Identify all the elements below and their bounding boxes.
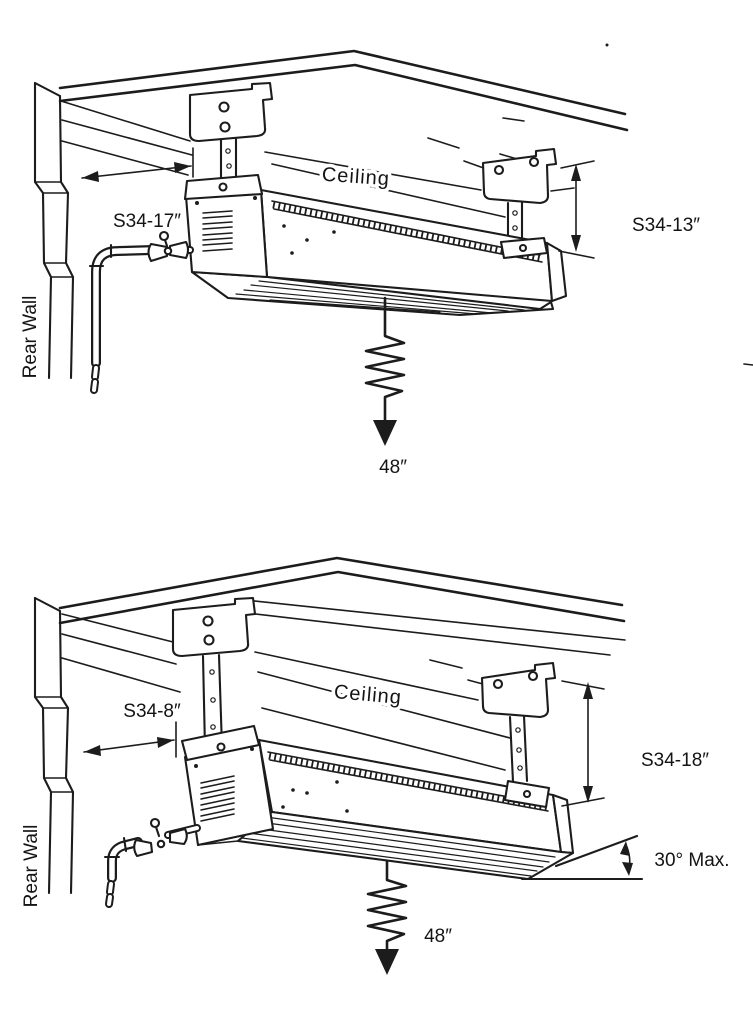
dimension-wall-clearance: S34-8″	[83, 698, 184, 758]
ceiling-bracket	[171, 596, 257, 658]
ceiling-bracket	[481, 147, 558, 205]
gas-supply-pipe	[88, 230, 194, 394]
scan-speck	[605, 43, 609, 47]
label-clearance-below: 48″	[424, 926, 452, 947]
label-rear-wall: Rear Wall	[20, 296, 41, 379]
reflector-hatch	[272, 201, 542, 262]
ceiling-plane	[58, 43, 753, 366]
label-clearance-below: 48″	[379, 457, 407, 478]
louver-vents	[202, 210, 233, 252]
hanger-rod	[201, 654, 207, 751]
diagram-tilted-mount: S34-8″ S34-18″ 30° Max. 48″ Ceiling	[18, 556, 733, 975]
label-wall-clearance: S34-17″	[113, 211, 181, 232]
dimension-ceiling-drop: S34-18″	[561, 680, 713, 807]
label-wall-clearance: S34-8″	[123, 701, 181, 722]
label-ceiling-drop: S34-18″	[641, 750, 709, 771]
ceiling-bracket	[188, 81, 274, 143]
reflector-hatch	[268, 752, 548, 811]
right-hanger	[481, 147, 558, 245]
gas-supply-pipe	[103, 817, 201, 908]
ceiling-plane	[58, 556, 626, 771]
label-ceiling-drop: S34-13″	[632, 215, 700, 236]
heater-unit	[180, 724, 575, 881]
heater-unit	[183, 173, 568, 317]
label-ceiling: Ceiling	[321, 164, 391, 191]
label-rear-wall: Rear Wall	[21, 825, 42, 908]
clearance-below-arrow: 48″	[366, 859, 456, 975]
dimension-wall-clearance: S34-17″	[81, 147, 194, 236]
rear-wall	[33, 81, 75, 380]
rear-wall	[33, 596, 75, 895]
tilt-angle-annotation: 30° Max.	[520, 834, 733, 881]
gas-shutoff-valve	[133, 817, 201, 858]
left-hanger	[188, 81, 274, 181]
dimension-ceiling-drop: S34-13″	[558, 160, 704, 259]
louver-vents	[200, 775, 235, 822]
hanger-rod	[508, 715, 515, 784]
clearance-below-arrow: 48″	[364, 296, 411, 482]
label-ceiling: Ceiling	[333, 681, 403, 709]
ceiling-bracket	[480, 661, 557, 719]
diagram-horizontal-mount: S34-17″ S34-13″ 48″ Ceiling Rear Wall	[17, 43, 753, 482]
left-hanger	[171, 596, 257, 751]
gas-shutoff-valve	[147, 230, 194, 263]
label-tilt-angle: 30° Max.	[654, 850, 729, 871]
right-hanger	[480, 661, 557, 784]
scan-tick	[743, 363, 753, 366]
